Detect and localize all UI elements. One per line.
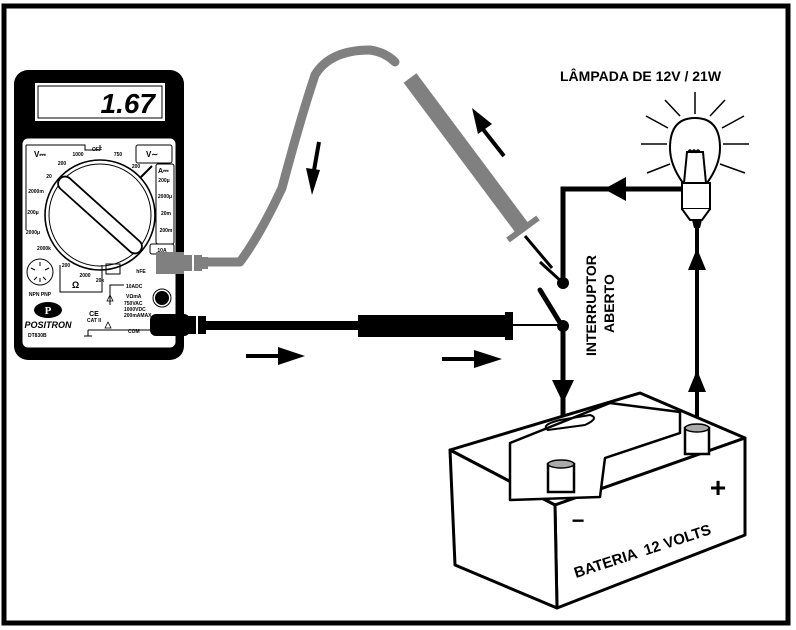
ohm-range-box xyxy=(59,265,103,293)
black-probe-lead[interactable] xyxy=(150,312,560,340)
switch-blade[interactable] xyxy=(538,260,565,285)
range-20m: 20m xyxy=(161,211,172,217)
range-2000u-left: 2000μ xyxy=(26,230,40,236)
black-probe-guard xyxy=(505,312,513,340)
circuit-wires xyxy=(537,177,706,470)
acv-range-box xyxy=(135,144,173,164)
current-arrow-icon xyxy=(306,141,321,195)
range-ohm-20k: 20k xyxy=(96,278,105,284)
dca-label: A⎓ xyxy=(158,168,169,175)
port-vma-limit-2: 1000VDC xyxy=(124,307,146,313)
acv-label: V∼ xyxy=(146,150,158,159)
range-200u-right: 200μ xyxy=(158,178,169,184)
dcv-label: V⎓ xyxy=(34,150,46,159)
dial-pointer-line xyxy=(139,165,153,179)
range-2000m: 2000m xyxy=(28,189,44,195)
wire-arrow-icon xyxy=(604,177,626,201)
range-ohm-200: 200 xyxy=(62,263,71,269)
hfe-label: hFE xyxy=(136,269,146,275)
current-arrow-icon xyxy=(442,350,502,368)
current-arrow-icon xyxy=(246,347,305,365)
range-750: 750 xyxy=(114,152,123,158)
rotary-dial-knob[interactable] xyxy=(55,174,145,257)
range-20: 20 xyxy=(46,174,52,180)
port-10a-line xyxy=(109,284,124,305)
port-vma-label: VΩmA xyxy=(126,294,142,300)
diode-box xyxy=(105,263,121,275)
transistor-socket xyxy=(26,258,54,286)
wire-arrow-icon xyxy=(688,248,706,270)
switch-label-line1: INTERRUPTOR xyxy=(583,255,599,356)
range-ohm-2000: 2000 xyxy=(79,273,90,279)
frame-border xyxy=(1,3,791,626)
model-label: DT830B xyxy=(28,333,47,339)
lamp-label: LÂMPADA DE 12V / 21W xyxy=(560,67,722,84)
red-probe-guard xyxy=(506,215,540,243)
port-10a-label: 10ADC xyxy=(126,284,143,290)
ohm-label: Ω xyxy=(72,280,79,290)
range-2000k: 2000k xyxy=(37,246,51,252)
port-vma-jack[interactable] xyxy=(155,291,169,305)
red-probe-plug xyxy=(156,252,184,274)
port-vma-limit-1: 750VAC xyxy=(124,301,143,307)
ce-sub-label: CAT II xyxy=(87,318,102,324)
battery-positive-sign: + xyxy=(710,472,726,503)
brand-name: POSITRON xyxy=(24,320,72,330)
range-200u-left: 200μ xyxy=(27,210,38,216)
multimeter: 1.67 V⎓ V∼ OFF 1000 750 200 200 20 2000m… xyxy=(14,70,184,360)
range-10a: 10A xyxy=(157,248,167,254)
range-2000u-right: 2000μ xyxy=(158,194,172,200)
battery: + − BATERIA 12 VOLTS xyxy=(448,391,747,610)
port-com-label: COM xyxy=(128,329,140,335)
port-vma-limit-3: 200mAMAX xyxy=(124,313,152,319)
positron-logo-p: P xyxy=(45,305,52,317)
light-rays-icon xyxy=(641,92,749,174)
red-probe-tip xyxy=(523,235,554,269)
red-probe-lead[interactable] xyxy=(156,45,554,274)
black-probe-cable xyxy=(206,321,360,330)
lamp: LÂMPADA DE 12V / 21W xyxy=(560,67,749,228)
positron-logo-icon xyxy=(34,302,62,318)
switch-label-line2: ABERTO xyxy=(601,274,617,333)
current-arrow-icon xyxy=(472,108,506,158)
range-200-right: 200 xyxy=(132,164,141,170)
off-label: OFF xyxy=(92,147,102,153)
bulb-filament xyxy=(683,151,707,184)
red-probe-handle[interactable] xyxy=(403,73,529,233)
red-probe-cable xyxy=(200,45,400,267)
dcv-range-box xyxy=(25,144,101,230)
ce-mark: CE xyxy=(89,311,99,318)
range-200m: 200m xyxy=(160,228,173,234)
range-200-left: 200 xyxy=(58,161,67,167)
bulb-base xyxy=(681,182,711,210)
npn-pnp-label: NPN PNP xyxy=(29,292,52,298)
battery-negative-sign: − xyxy=(572,508,585,533)
wire-arrow-icon xyxy=(688,370,706,392)
multimeter-display xyxy=(37,85,163,119)
wire-arrow-icon xyxy=(552,380,574,403)
multimeter-reading: 1.67 xyxy=(101,88,157,119)
black-probe-plug xyxy=(150,314,190,336)
black-probe-handle[interactable] xyxy=(358,315,508,337)
switch-lever[interactable] xyxy=(537,287,565,329)
range-1000: 1000 xyxy=(72,152,83,158)
